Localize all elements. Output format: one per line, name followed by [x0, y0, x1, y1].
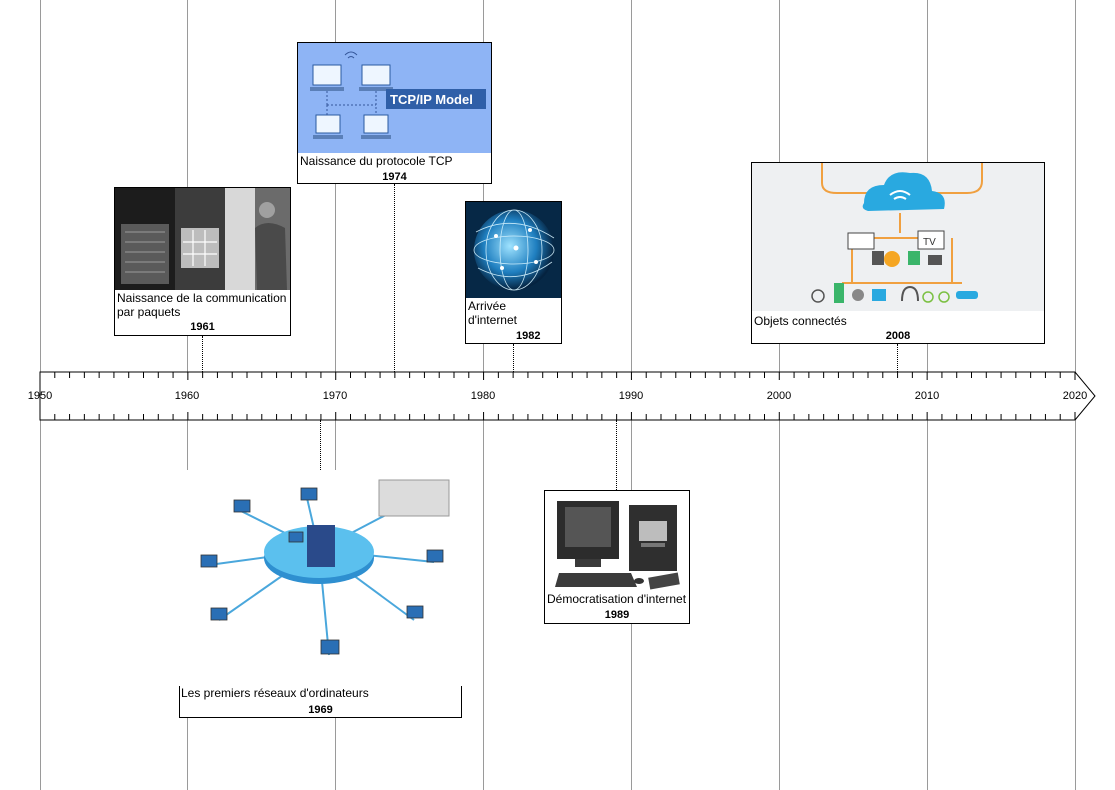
tick-label-1950: 1950 — [27, 390, 53, 402]
tick-label-2010: 2010 — [914, 390, 940, 402]
vintage-computer-image — [115, 188, 290, 290]
event-year-1974: 1974 — [382, 171, 407, 183]
event-caption-2008: Objets connectés — [754, 314, 847, 328]
connector-1982 — [513, 344, 514, 372]
tick-label-1970: 1970 — [322, 390, 348, 402]
event-year-1961: 1961 — [190, 321, 215, 333]
event-card-1974[interactable]: TCP/IP Model Naissance du protocole TCP … — [297, 42, 492, 184]
event-card-2008[interactable]: TV Objets connectés 2008 — [751, 162, 1045, 344]
event-card-1969[interactable]: Les premiers réseaux d'ordinateurs 1969 — [179, 470, 462, 718]
event-year-1982: 1982 — [516, 330, 541, 342]
event-card-1961[interactable]: Naissance de la communication par paquet… — [114, 187, 291, 336]
event-card-1989[interactable]: Démocratisation d'internet 1989 — [544, 490, 690, 624]
packet-photo — [115, 188, 290, 290]
event-caption-1982: Arrivée d'internet — [468, 299, 517, 327]
tick-label-1990: 1990 — [618, 390, 644, 402]
tick-label-2000: 2000 — [766, 390, 792, 402]
globe-image — [466, 202, 561, 298]
event-card-1982[interactable]: Arrivée d'internet 1982 — [465, 201, 562, 344]
event-caption-1989: Démocratisation d'internet — [547, 592, 687, 606]
connector-1989 — [616, 420, 617, 490]
card-1969-underline — [179, 686, 462, 718]
connector-1969 — [320, 420, 321, 470]
event-year-1989: 1989 — [604, 609, 630, 621]
card-1969-divider — [179, 686, 180, 718]
network-image — [179, 470, 462, 685]
event-caption-1969: Les premiers réseaux d'ordinateurs — [181, 686, 369, 700]
tcp-ip-model-image: TCP/IP Model — [298, 43, 491, 153]
event-caption-1974: Naissance du protocole TCP — [300, 154, 453, 168]
connector-1974 — [394, 184, 395, 372]
connector-1961 — [202, 336, 203, 372]
event-year-1969: 1969 — [308, 704, 333, 716]
tick-label-2020: 2020 — [1062, 390, 1088, 402]
tcp-image-label: TCP/IP Model — [390, 92, 473, 107]
event-caption-1961: Naissance de la communication par paquet… — [117, 291, 287, 319]
timeline-ticks — [39, 372, 1076, 420]
personal-computer-image — [545, 491, 689, 591]
computer-network-image — [179, 470, 462, 685]
tick-label-1980: 1980 — [470, 390, 496, 402]
connector-2008 — [897, 344, 898, 372]
network-globe-image — [466, 202, 561, 298]
tcp-image: TCP/IP Model — [298, 43, 491, 153]
card-1969-divider-right — [461, 686, 462, 718]
iot-tv-label: TV — [923, 237, 936, 248]
computer-photo — [545, 491, 689, 591]
connected-objects-image: TV — [752, 163, 1044, 311]
tick-label-1960: 1960 — [174, 390, 200, 402]
event-year-2008: 2008 — [885, 330, 911, 342]
iot-image: TV — [752, 163, 1044, 311]
